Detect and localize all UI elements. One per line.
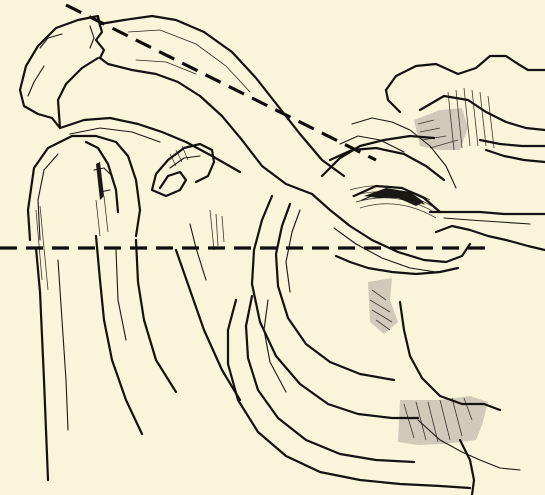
humerus-shaft xyxy=(36,224,240,480)
vessel-bundle xyxy=(330,148,458,274)
shaded-areas xyxy=(368,108,488,445)
reference-line-oblique xyxy=(66,5,376,160)
acromion-clavicle xyxy=(20,16,344,194)
humeral-head xyxy=(28,136,140,240)
second-rib xyxy=(228,296,470,488)
